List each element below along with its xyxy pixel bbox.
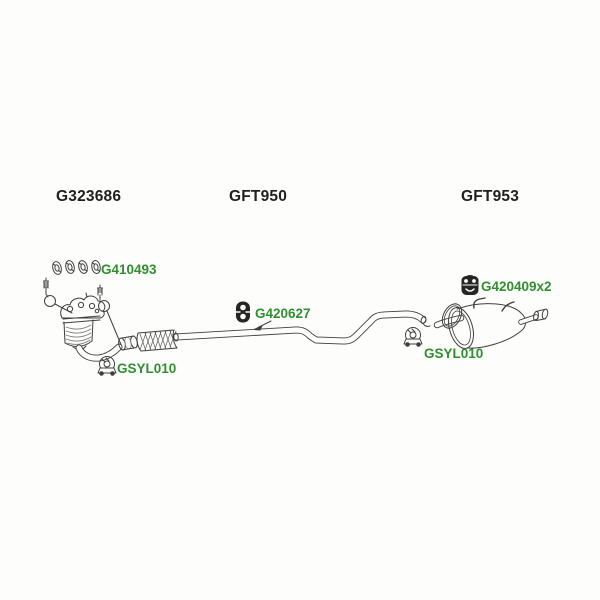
part-number-rear-mount[interactable]: GSYL010 xyxy=(424,346,484,361)
part-number-rear-section[interactable]: GFT953 xyxy=(461,188,520,205)
flex-pipe-connector-drawing xyxy=(118,335,138,351)
centre-hanger-pointer xyxy=(253,320,272,331)
centre-pipe-drawing xyxy=(172,310,431,345)
part-number-rear-mounts[interactable]: G420409x2 xyxy=(481,279,552,294)
part-number-centre-hanger[interactable]: G420627 xyxy=(255,306,311,321)
oxygen-sensor-rear-drawing xyxy=(97,284,123,348)
flex-braid-drawing xyxy=(136,329,178,352)
part-number-gaskets[interactable]: G410493 xyxy=(101,262,157,277)
rubber-mount-icon xyxy=(461,274,479,295)
part-number-front-section[interactable]: G323686 xyxy=(56,188,122,205)
gasket-rings-icon xyxy=(50,259,102,276)
rear-silencer-drawing xyxy=(433,297,549,349)
part-number-front-mount[interactable]: GSYL010 xyxy=(117,361,177,376)
exhaust-mount-icon xyxy=(403,327,423,347)
exhaust-mount-icon xyxy=(97,356,117,376)
part-number-centre-section[interactable]: GFT950 xyxy=(229,188,288,205)
rubber-hanger-icon xyxy=(235,301,251,323)
catalytic-converter-drawing xyxy=(60,292,106,351)
front-downpipe-drawing xyxy=(75,343,123,362)
